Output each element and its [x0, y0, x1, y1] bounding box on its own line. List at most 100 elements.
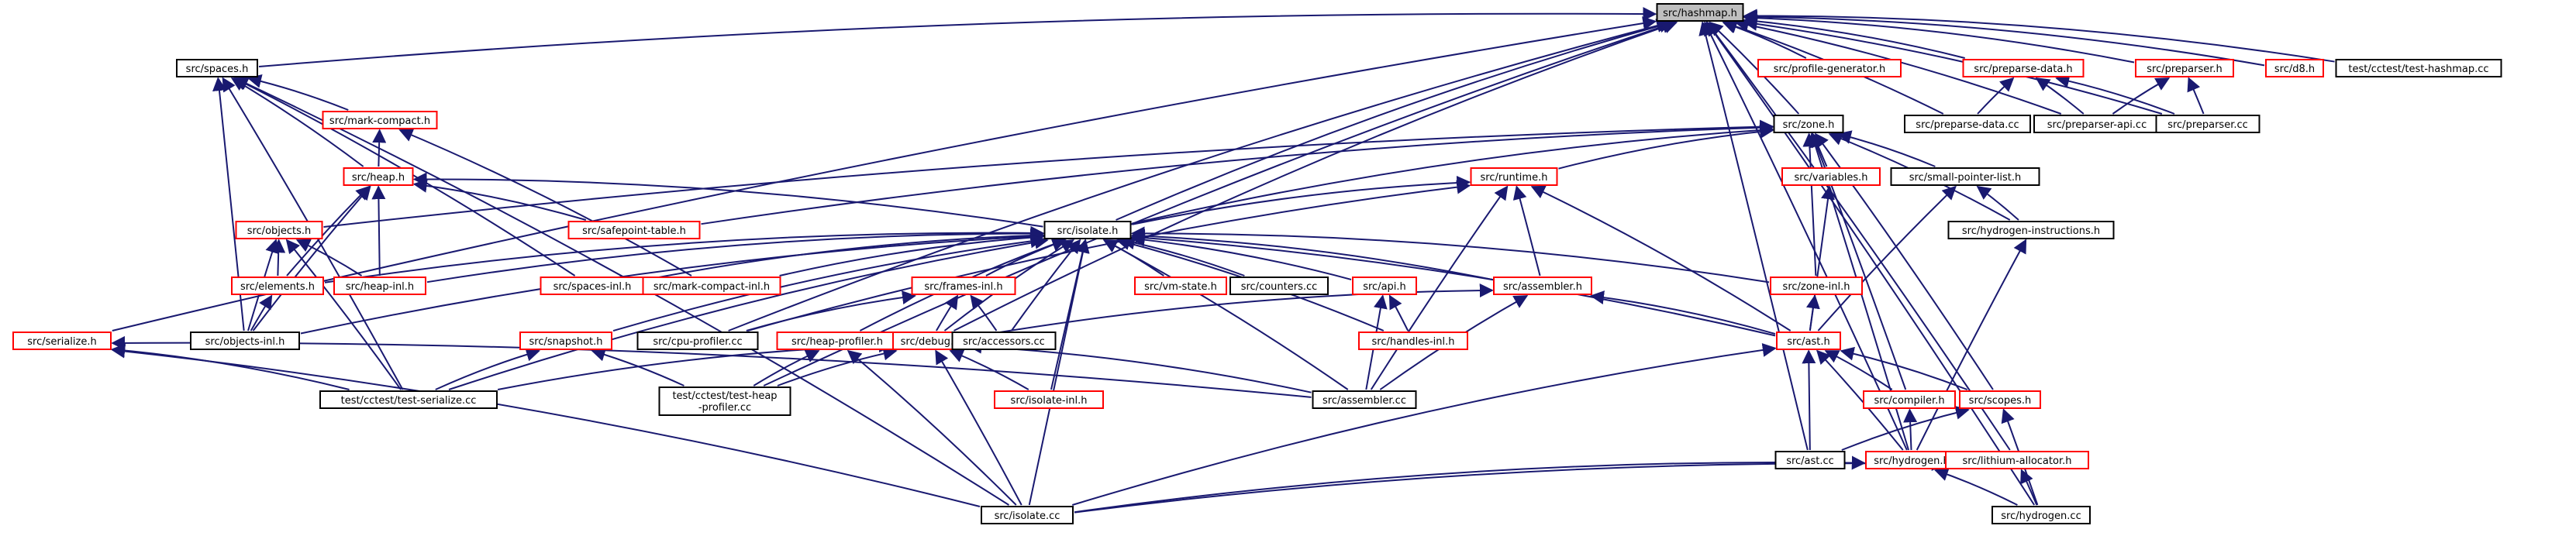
node-api-h[interactable]: src/api.h — [1352, 277, 1417, 295]
node-heap-h[interactable]: src/heap.h — [343, 167, 414, 186]
node-spaces-inl[interactable]: src/spaces-inl.h — [540, 277, 645, 295]
node-objects-inl[interactable]: src/objects-inl.h — [190, 332, 300, 350]
node-objects-h[interactable]: src/objects.h — [235, 221, 323, 239]
node-hydrogen-instr[interactable]: src/hydrogen-instructions.h — [1947, 221, 2115, 239]
node-label: src/cpu-profiler.cc — [653, 336, 742, 348]
node-zone-inl[interactable]: src/zone-inl.h — [1770, 277, 1863, 295]
node-label: src/lithium-allocator.h — [1963, 455, 2072, 467]
node-lithium-alloc[interactable]: src/lithium-allocator.h — [1945, 451, 2089, 469]
node-box — [322, 111, 438, 129]
node-box — [2265, 59, 2324, 77]
node-mark-compact-h[interactable]: src/mark-compact.h — [322, 111, 438, 129]
node-scopes-h[interactable]: src/scopes.h — [1959, 390, 2041, 409]
edge-accessors-to-isolate-h — [1011, 239, 1081, 332]
node-counters[interactable]: src/counters.cc — [1229, 277, 1329, 295]
node-heap-profiler[interactable]: src/heap-profiler.h — [776, 332, 898, 350]
node-handles-inl[interactable]: src/handles-inl.h — [1358, 332, 1468, 350]
node-variables-h[interactable]: src/variables.h — [1781, 167, 1881, 186]
edge-assembler-h-to-isolate-h — [1130, 228, 1493, 281]
node-box — [981, 506, 1074, 524]
edge-isolate-cc-to-serialize-h — [111, 344, 981, 507]
node-hydrogen-cc[interactable]: src/hydrogen.cc — [1991, 506, 2091, 524]
dependency-edges — [111, 7, 2335, 514]
node-spaces-h[interactable]: src/spaces.h — [176, 59, 258, 77]
edge-lithium-alloc-to-hashmap — [1706, 21, 2011, 451]
node-label: src/compiler.h — [1874, 395, 1944, 407]
node-box — [911, 277, 1016, 295]
edge-preparser-api-to-preparser-h — [2112, 77, 2171, 115]
node-test-hashmap[interactable]: test/cctest/test-hashmap.cc — [2335, 59, 2502, 77]
node-profile-generator[interactable]: src/profile-generator.h — [1757, 59, 1902, 77]
node-snapshot-h[interactable]: src/snapshot.h — [519, 332, 612, 350]
node-box — [636, 332, 759, 350]
node-zone-h[interactable]: src/zone.h — [1773, 115, 1844, 133]
edge-preparser-h-to-hashmap — [1743, 11, 2135, 64]
node-box — [343, 167, 414, 186]
edge-preparse-data-cc-to-preparse-data-h — [1977, 77, 2015, 115]
node-hydrogen-h[interactable]: src/hydrogen.h — [1865, 451, 1958, 469]
node-isolate-inl[interactable]: src/isolate-inl.h — [994, 390, 1104, 409]
edge-safepoint-table-to-zone-h — [701, 120, 1774, 225]
node-label: test/cctest/test-serialize.cc — [341, 395, 477, 407]
edge-hydrogen-cc-to-hydrogen-h — [1933, 467, 2018, 506]
node-preparse-data-cc[interactable]: src/preparse-data.cc — [1904, 115, 2031, 133]
node-box — [1904, 115, 2031, 133]
node-box — [1757, 59, 1902, 77]
edge-heap-h-to-mark-compact-h — [372, 129, 387, 167]
node-hashmap[interactable]: src/hashmap.h — [1656, 3, 1744, 22]
node-vm-state[interactable]: src/vm-state.h — [1134, 277, 1227, 295]
node-preparser-cc[interactable]: src/preparser.cc — [2155, 115, 2260, 133]
node-small-pointer-list[interactable]: src/small-pointer-list.h — [1890, 167, 2040, 186]
edge-preparser-cc-to-preparser-h — [2187, 77, 2205, 115]
node-accessors[interactable]: src/accessors.cc — [951, 332, 1057, 350]
edge-isolate-cc-to-debug-h — [935, 349, 1022, 506]
node-serialize-h[interactable]: src/serialize.h — [12, 332, 112, 350]
edge-hydrogen-cc-to-hashmap — [1705, 21, 2036, 506]
node-label: src/spaces-inl.h — [553, 281, 632, 293]
node-label: src/assembler.h — [1503, 281, 1582, 293]
node-compiler-h[interactable]: src/compiler.h — [1863, 390, 1956, 409]
node-ast-h[interactable]: src/ast.h — [1776, 332, 1841, 350]
edge-cpu-profiler-to-hashmap — [728, 19, 1671, 332]
node-mark-compact-inl[interactable]: src/mark-compact-inl.h — [642, 277, 781, 295]
node-runtime-h[interactable]: src/runtime.h — [1470, 167, 1558, 186]
node-preparser-api[interactable]: src/preparser-api.cc — [2033, 115, 2160, 133]
node-isolate-cc[interactable]: src/isolate.cc — [981, 506, 1074, 524]
node-heap-inl[interactable]: src/heap-inl.h — [333, 277, 426, 295]
node-box — [1945, 451, 2089, 469]
node-box — [1863, 390, 1956, 409]
node-label: src/hashmap.h — [1663, 8, 1737, 19]
node-safepoint-table[interactable]: src/safepoint-table.h — [567, 221, 701, 239]
node-preparse-data-h[interactable]: src/preparse-data.h — [1962, 59, 2085, 77]
node-frames-inl[interactable]: src/frames-inl.h — [911, 277, 1016, 295]
node-isolate-h[interactable]: src/isolate.h — [1043, 221, 1132, 239]
node-box — [319, 390, 498, 409]
node-test-serialize[interactable]: test/cctest/test-serialize.cc — [319, 390, 498, 409]
edge-test-serialize-to-objects-h — [285, 239, 402, 390]
node-label: src/profile-generator.h — [1774, 64, 1886, 75]
node-d8[interactable]: src/d8.h — [2265, 59, 2324, 77]
node-elements-h[interactable]: src/elements.h — [231, 277, 324, 295]
node-box — [176, 59, 258, 77]
node-label: src/isolate-inl.h — [1011, 395, 1088, 407]
node-preparser-h[interactable]: src/preparser.h — [2135, 59, 2234, 77]
edge-accessors-to-frames-inl — [970, 294, 998, 332]
node-box — [1947, 221, 2115, 239]
edge-test-heap-profiler-to-hashmap — [763, 19, 1677, 387]
node-assembler-h[interactable]: src/assembler.h — [1493, 277, 1592, 295]
node-label: src/preparser.h — [2147, 64, 2223, 75]
node-ast-cc[interactable]: src/ast.cc — [1774, 451, 1846, 469]
node-test-heap-profiler[interactable]: test/cctest/test-heap-profiler.cc — [658, 387, 791, 416]
node-label: src/heap-inl.h — [346, 281, 414, 293]
edge-ast-cc-to-scopes-h — [1841, 406, 1970, 451]
node-assembler-cc[interactable]: src/assembler.cc — [1312, 390, 1417, 409]
edge-objects-inl-to-heap-h — [252, 185, 371, 332]
node-cpu-profiler[interactable]: src/cpu-profiler.cc — [636, 332, 759, 350]
node-label: src/scopes.h — [1969, 395, 2032, 407]
edge-compiler-h-to-zone-h — [1810, 132, 1907, 390]
file-nodes: src/hashmap.h src/spaces.h src/profile-gen… — [12, 3, 2502, 524]
node-box — [190, 332, 300, 350]
edge-isolate-cc-to-ast-h — [1071, 342, 1777, 506]
node-label: src/api.h — [1363, 281, 1406, 293]
edge-hydrogen-h-to-compiler-h — [1903, 408, 1918, 451]
